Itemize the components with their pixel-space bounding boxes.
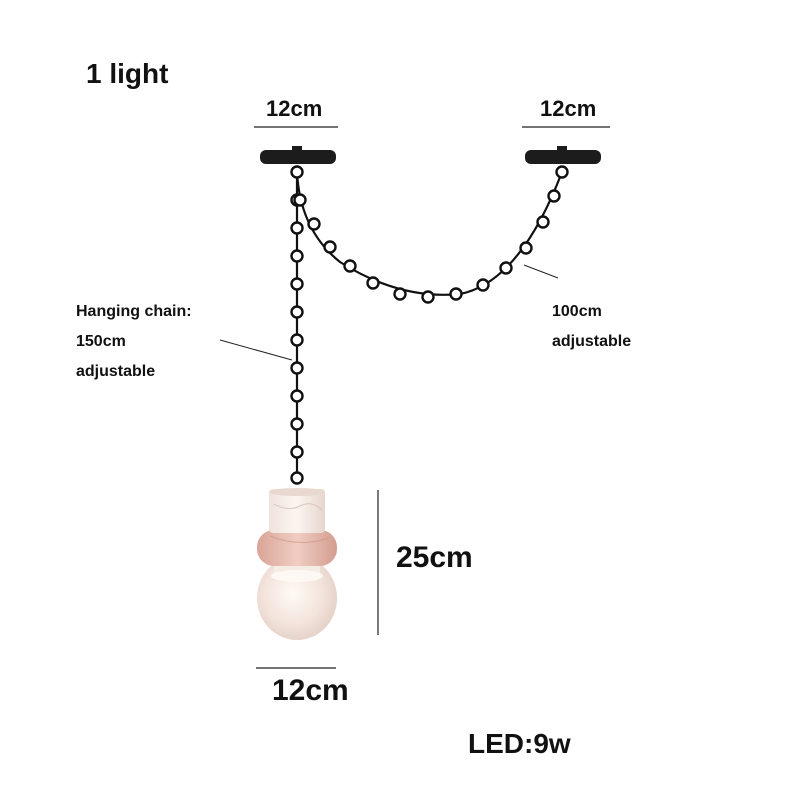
canopy-left: [260, 146, 336, 164]
hanging-chain-label: Hanging chain: 150cm adjustable: [76, 297, 192, 387]
page-title: 1 light: [86, 58, 169, 89]
pendant-shade: [257, 488, 337, 640]
hanging-chain-label-line2: 150cm: [76, 333, 126, 350]
canopy-right-width-label: 12cm: [540, 96, 597, 121]
hanging-chain-label-line1: Hanging chain:: [76, 303, 192, 320]
shade-cap: [269, 489, 325, 533]
swag-chain-wire: [295, 171, 564, 296]
swag-chain-label-line2: adjustable: [552, 333, 632, 350]
canopy-left-width-label: 12cm: [266, 96, 323, 121]
swag-chain-label-line1: 100cm: [552, 303, 602, 320]
swag-chain-links: [293, 165, 569, 304]
shade-height-label: 25cm: [396, 541, 473, 574]
hanging-chain-leader-line: [219, 339, 293, 361]
swag-chain-leader-line: [523, 264, 559, 279]
swag-chain-label: 100cm adjustable: [552, 297, 631, 357]
shade-band: [257, 530, 337, 566]
shade-width-label: 12cm: [272, 674, 349, 707]
hanging-chain-label-line3: adjustable: [76, 363, 156, 380]
hanging-chain-links: [290, 165, 304, 485]
led-power-label: LED:9w: [468, 728, 571, 759]
canopy-right: [525, 146, 601, 164]
